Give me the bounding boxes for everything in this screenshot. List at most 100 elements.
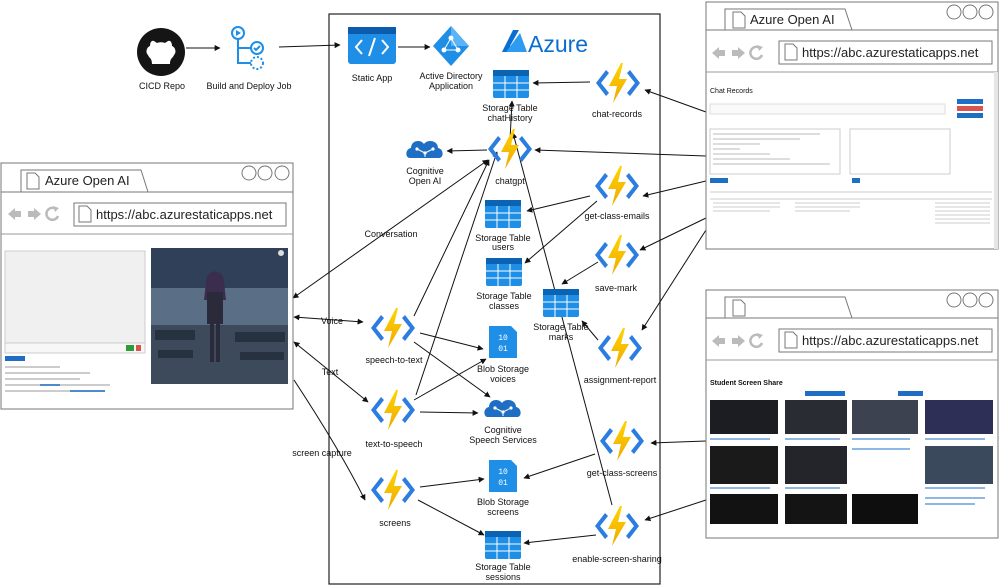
edge-enable-sessions — [523, 534, 597, 546]
azure-logo-icon — [502, 30, 527, 52]
marks-label-1: Storage Table — [533, 322, 588, 332]
edge-window-chatrecords — [644, 89, 707, 113]
edge-window-savemark — [639, 217, 707, 251]
document-icon — [732, 11, 746, 29]
pipeline-icon — [231, 26, 264, 70]
edge-emails-classes — [524, 200, 598, 264]
blob-voices-label-2: voices — [490, 374, 516, 384]
document-icon — [78, 205, 92, 223]
edge-screens-sessions — [417, 499, 485, 536]
speech-to-text-label: speech-to-text — [365, 355, 423, 365]
github-icon — [137, 28, 185, 76]
edge-label-conversation: Conversation — [364, 229, 417, 239]
screen-share-heading: Student Screen Share — [710, 380, 783, 387]
mic-button[interactable] — [136, 345, 141, 351]
blob-storage-icon — [489, 460, 517, 492]
sessions-label-2: sessions — [485, 572, 521, 582]
storage-table-icon — [484, 530, 522, 560]
edge-tts-chatgpt — [415, 151, 499, 396]
storage-table-icon — [485, 257, 523, 287]
chathistory-label-1: Storage Table — [482, 103, 537, 113]
cog-openai-label-1: Cognitive — [406, 166, 444, 176]
edge-screen-capture — [293, 379, 366, 501]
get-class-screens-label: get-class-screens — [587, 468, 658, 478]
minimize-icon[interactable] — [946, 4, 962, 20]
edge-screens-blob — [523, 453, 596, 480]
edge-report-marks — [581, 320, 599, 341]
maximize-icon[interactable] — [962, 4, 978, 20]
screens-label: screens — [379, 518, 411, 528]
edge-window-screens — [650, 439, 707, 446]
address-url[interactable]: https://abc.azurestaticapps.net — [802, 45, 979, 60]
storage-table-icon — [542, 288, 580, 318]
edge-window-emails — [642, 180, 707, 198]
edge-stt-chatgpt — [413, 159, 490, 317]
connections — [186, 42, 707, 546]
close-icon[interactable] — [978, 292, 994, 308]
blob-voices-label-1: Blob Storage — [477, 364, 529, 374]
edge-savemark-marks — [561, 261, 599, 285]
tab-title[interactable]: Azure Open AI — [45, 173, 130, 188]
text-to-speech-label: text-to-speech — [365, 439, 422, 449]
close-icon[interactable] — [274, 165, 290, 181]
edge-chatgpt-openai — [446, 147, 488, 154]
edge-stt-speech — [413, 341, 491, 398]
edge-label-voice: Voice — [321, 316, 343, 326]
document-icon — [784, 331, 798, 349]
avatar-app-window: Azure Open AI https://abc.azurestaticapp… — [0, 162, 294, 410]
screen-share-window: https://abc.azurestaticapps.net Student … — [705, 289, 999, 539]
users-label-2: users — [492, 242, 515, 252]
storage-table-icon — [484, 199, 522, 229]
edge-stt-voices — [419, 332, 484, 351]
scrollbar[interactable] — [994, 72, 998, 249]
minimize-icon[interactable] — [946, 292, 962, 308]
address-url[interactable]: https://abc.azurestaticapps.net — [96, 207, 273, 222]
edge-voice — [293, 314, 364, 325]
edge-enable-chatgpt — [511, 132, 613, 506]
chathistory-label-2: chatHistory — [487, 113, 533, 123]
get-class-emails-label: get-class-emails — [584, 211, 650, 221]
edge-window-report — [641, 229, 707, 331]
minimize-icon[interactable] — [241, 165, 257, 181]
document-icon — [784, 43, 798, 61]
edge-label-text: Text — [322, 367, 339, 377]
address-bar[interactable] — [778, 328, 993, 353]
send-button[interactable] — [126, 345, 134, 351]
screen-grid — [710, 391, 993, 524]
records-table — [710, 191, 992, 224]
address-url[interactable]: https://abc.azurestaticapps.net — [802, 333, 979, 348]
tab-title[interactable]: Azure Open AI — [750, 12, 835, 27]
marks-label-2: marks — [549, 332, 574, 342]
cicd-repo-label: CICD Repo — [139, 81, 185, 91]
cog-speech-label-2: Speech Services — [469, 435, 537, 445]
static-app-icon — [348, 27, 396, 64]
address-bar[interactable] — [778, 40, 993, 65]
classes-label-1: Storage Table — [476, 291, 531, 301]
cog-speech-label-1: Cognitive — [484, 425, 522, 435]
blob-screens-label-1: Blob Storage — [477, 497, 529, 507]
assignment-report-label: assignment-report — [584, 375, 657, 385]
chat-records-window: Azure Open AI https://abc.azurestaticapp… — [705, 1, 999, 250]
enable-screen-sharing-label: enable-screen-sharing — [572, 554, 662, 564]
users-label-1: Storage Table — [475, 233, 530, 243]
filter-row — [709, 99, 983, 118]
edge-text — [293, 341, 369, 403]
chatgpt-label: chatgpt — [495, 176, 525, 186]
chat-text-area — [709, 128, 951, 183]
edge-tts-speech — [419, 409, 479, 416]
blob-screens-label-2: screens — [487, 507, 519, 517]
chat-records-label: chat-records — [592, 109, 643, 119]
chat-panel — [4, 250, 146, 392]
cog-openai-label-2: Open AI — [409, 176, 442, 186]
maximize-icon[interactable] — [962, 292, 978, 308]
close-icon[interactable] — [978, 4, 994, 20]
maximize-icon[interactable] — [257, 165, 273, 181]
document-icon — [732, 299, 746, 317]
ad-label-line2: Application — [429, 81, 473, 91]
edge-label-screen-capture: screen capture — [292, 448, 352, 458]
chat-records-heading: Chat Records — [710, 88, 753, 95]
azure-brand-text: Azure — [528, 31, 588, 57]
address-bar[interactable] — [73, 202, 287, 227]
build-deploy-label: Build and Deploy Job — [206, 81, 291, 91]
